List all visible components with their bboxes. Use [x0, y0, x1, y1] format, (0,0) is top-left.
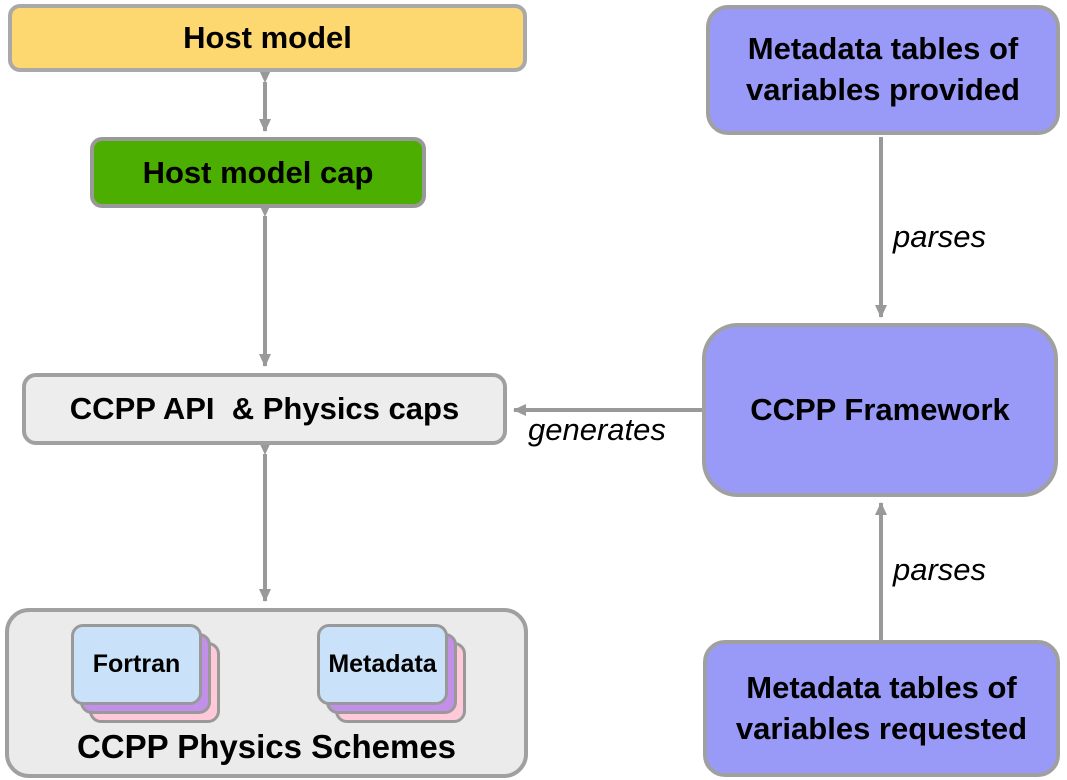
- parses-bottom-label: parses: [893, 552, 987, 587]
- parses-top-label: parses: [893, 219, 987, 254]
- ccpp-framework-label: CCPP Framework: [750, 391, 1010, 427]
- ccpp-api-label: CCPP API & Physics caps: [69, 391, 460, 426]
- fortran-card: Fortran: [71, 624, 202, 705]
- host-model-cap-box: Host model cap: [90, 137, 426, 208]
- physics-schemes-container: Fortran Metadata CCPP Physics Schemes: [5, 608, 528, 778]
- fortran-card-stack: Fortran: [71, 624, 221, 723]
- host-model-cap-label: Host model cap: [142, 154, 374, 190]
- host-model-box: Host model: [8, 4, 527, 72]
- metadata-requested-label: Metadata tables of variables requested: [735, 669, 1028, 746]
- metadata-provided-label: Metadata tables of variables provided: [746, 31, 1020, 107]
- generates-label: generates: [528, 412, 666, 447]
- host-model-label: Host model: [183, 20, 352, 55]
- metadata-requested-box: Metadata tables of variables requested: [703, 640, 1060, 777]
- metadata-card-stack: Metadata: [317, 624, 467, 723]
- metadata-card: Metadata: [317, 624, 448, 705]
- ccpp-framework-box: CCPP Framework: [702, 323, 1058, 497]
- metadata-card-label: Metadata: [328, 650, 437, 678]
- fortran-card-label: Fortran: [92, 650, 181, 678]
- physics-schemes-label: CCPP Physics Schemes: [76, 728, 457, 765]
- metadata-provided-box: Metadata tables of variables provided: [706, 5, 1060, 135]
- ccpp-api-box: CCPP API & Physics caps: [22, 373, 507, 445]
